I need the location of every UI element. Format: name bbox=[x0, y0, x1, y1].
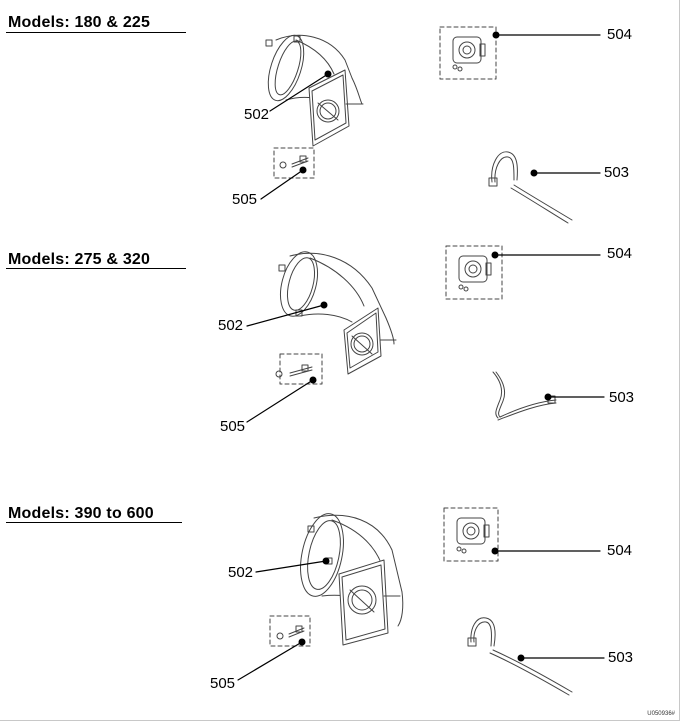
section-3-label-504: 504 bbox=[607, 542, 633, 559]
section-2-venturi-assembly bbox=[278, 251, 397, 375]
section-1-label-502: 502 bbox=[244, 106, 270, 123]
leader-lines bbox=[237, 34, 605, 681]
section-2-title: Models: 275 & 320 bbox=[8, 251, 151, 268]
section-3-venturi-assembly bbox=[300, 513, 404, 646]
section-1-title: Models: 180 & 225 bbox=[8, 14, 151, 31]
section-3-hardware-kit bbox=[269, 615, 311, 647]
section-2-label-503: 503 bbox=[609, 389, 635, 406]
section-1-sensing-tube bbox=[488, 151, 573, 224]
section-2-label-502: 502 bbox=[218, 317, 244, 334]
section-3-label-502: 502 bbox=[228, 564, 254, 581]
section-2-hardware-kit bbox=[275, 353, 323, 385]
section-3-title-underline bbox=[6, 522, 182, 523]
section-2-sensing-tube bbox=[492, 371, 557, 421]
section-1-label-505: 505 bbox=[232, 191, 258, 208]
section-3-label-505: 505 bbox=[210, 675, 236, 692]
section-1-label-504: 504 bbox=[607, 26, 633, 43]
document-id: U050936# bbox=[647, 711, 675, 717]
section-3-pressure-switch bbox=[443, 507, 499, 562]
section-1-hardware-kit bbox=[273, 147, 315, 179]
section-1-label-503: 503 bbox=[604, 164, 630, 181]
section-2-label-505: 505 bbox=[220, 418, 246, 435]
section-2-pressure-switch bbox=[445, 245, 503, 300]
section-3-title: Models: 390 to 600 bbox=[8, 505, 154, 522]
section-2-title-underline bbox=[6, 268, 186, 269]
section-1-title-underline bbox=[6, 32, 186, 33]
leader-dots bbox=[298, 31, 552, 662]
section-3-label-503: 503 bbox=[608, 649, 634, 666]
section-2-label-504: 504 bbox=[607, 245, 633, 262]
section-1-venturi-assembly bbox=[265, 34, 364, 147]
section-3-sensing-tube bbox=[467, 617, 573, 696]
section-1-pressure-switch bbox=[439, 26, 497, 80]
